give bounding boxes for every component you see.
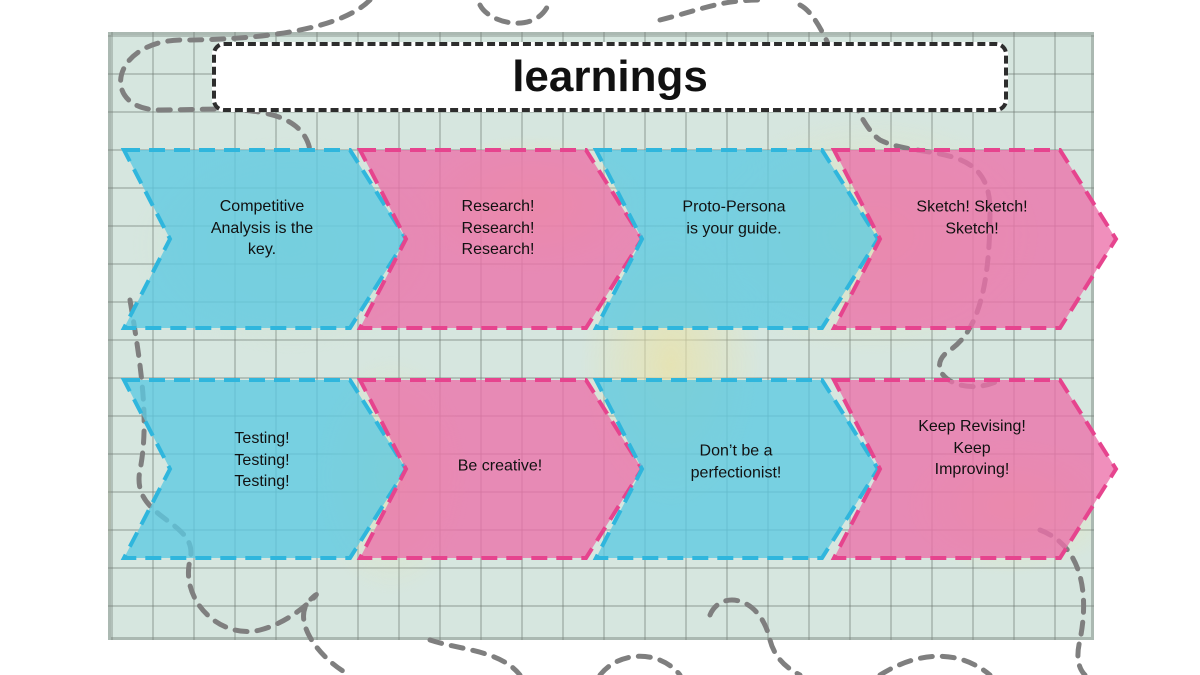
chevron-step-pink bbox=[356, 378, 645, 560]
step-label: Be creative! bbox=[457, 457, 543, 475]
chevron-step-pink bbox=[830, 148, 1119, 330]
title-banner: learnings bbox=[212, 42, 1008, 112]
chevron-step-pink bbox=[356, 148, 645, 330]
chevron-step-cyan bbox=[592, 378, 881, 560]
step-label: Competitive Analysis is the key. bbox=[210, 197, 314, 258]
chevron-step-cyan bbox=[120, 378, 409, 560]
slide-title: learnings bbox=[512, 52, 708, 101]
step-label: Research! Research! Research! bbox=[461, 197, 535, 258]
step-label: Testing! Testing! Testing! bbox=[234, 429, 290, 490]
step-label: Sketch! Sketch! Sketch! bbox=[916, 198, 1028, 238]
chevron-step-cyan bbox=[120, 148, 409, 330]
step-label: Don’t be a perfectionist! bbox=[690, 442, 782, 482]
step-label: Proto-Persona is your guide. bbox=[682, 198, 786, 238]
chevron-step-cyan bbox=[592, 148, 881, 330]
step-label: Keep Revising! Keep Improving! bbox=[918, 417, 1026, 478]
chevron-step-pink bbox=[830, 378, 1119, 560]
